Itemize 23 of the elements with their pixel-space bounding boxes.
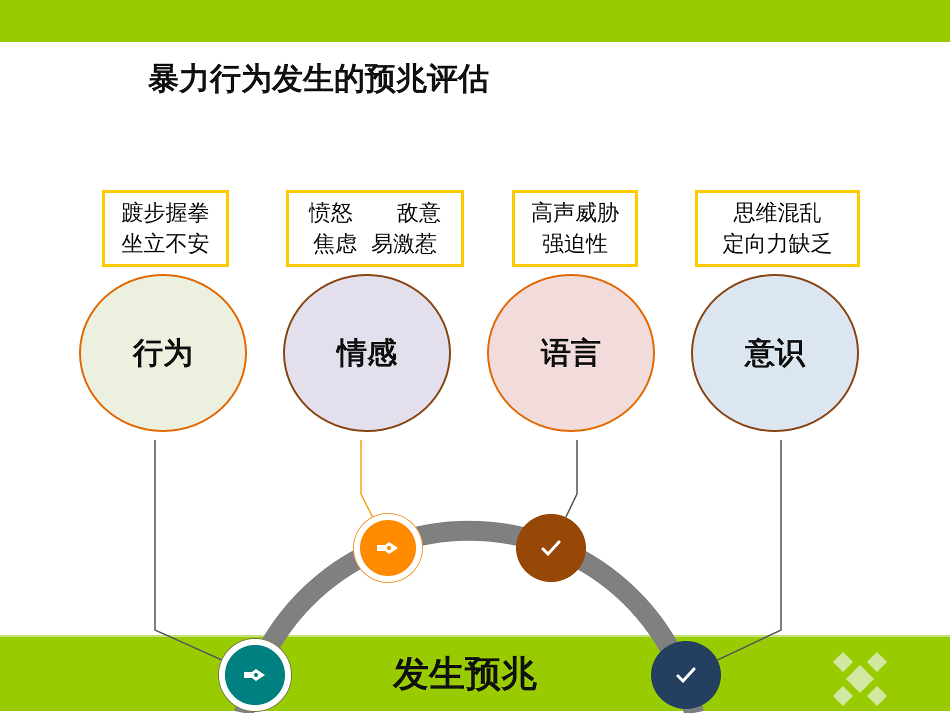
category-label: 语言: [541, 334, 601, 372]
symptom-text-box: [286, 190, 464, 267]
symptom-text-box: [102, 190, 229, 267]
symptom-text: 踱步握拳: [122, 200, 210, 228]
category-label: 行为: [133, 334, 193, 372]
symptom-text-box: [512, 190, 638, 267]
category-label: 情感: [337, 334, 397, 372]
symptom-text: 强迫性: [542, 230, 608, 258]
symptom-text: 坐立不安: [122, 230, 210, 258]
leader-line: [360, 440, 374, 518]
leader-line: [717, 440, 782, 661]
symptom-text: 愤怒 敌意: [309, 200, 441, 228]
leader-line: [565, 440, 578, 518]
symptom-text: 焦虑 易激惹: [313, 230, 437, 258]
symptom-text: 高声威胁: [531, 200, 619, 228]
symptom-text: 思维混乱: [734, 200, 822, 228]
category-label: 意识: [745, 334, 805, 372]
leader-line: [154, 440, 222, 661]
symptom-text-box: [695, 190, 860, 267]
slide-title: 暴力行为发生的预兆评估: [148, 60, 489, 99]
symptom-text: 定向力缺乏: [722, 230, 832, 258]
band-label: 发生预兆: [392, 652, 538, 697]
icon-circle: [354, 514, 422, 582]
